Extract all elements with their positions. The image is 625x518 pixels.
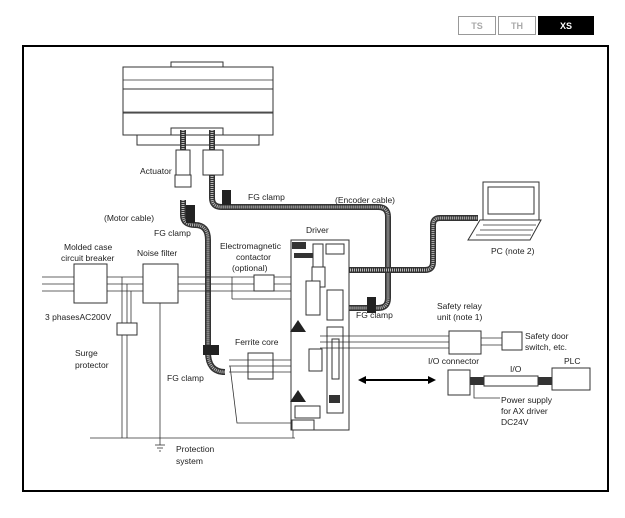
label-plc: PLC xyxy=(564,356,581,366)
plc-box xyxy=(551,367,591,391)
label-surge-2: protector xyxy=(75,360,109,370)
tab-th[interactable]: TH xyxy=(498,16,536,35)
label-power-source: 3 phasesAC200V xyxy=(45,312,111,322)
fg-clamp-bottom xyxy=(203,345,219,355)
laptop-icon xyxy=(467,181,542,241)
encoder-connector xyxy=(202,149,224,176)
label-safety-door-1: Safety door xyxy=(525,331,569,341)
label-protection-2: system xyxy=(176,456,203,466)
label-io-connector: I/O connector xyxy=(428,356,479,366)
io-cable xyxy=(483,375,539,387)
contactor-box xyxy=(253,274,275,292)
driver-unit xyxy=(290,239,350,431)
label-fg-clamp-top: FG clamp xyxy=(248,192,285,202)
pc-cable xyxy=(340,215,478,273)
label-fg-clamp-bottom: FG clamp xyxy=(167,373,204,383)
label-protection-1: Protection xyxy=(176,444,215,454)
io-connector-plug xyxy=(447,369,471,396)
label-breaker-2: circuit breaker xyxy=(61,253,115,263)
model-tabs: TS TH XS xyxy=(458,16,594,35)
label-io: I/O xyxy=(510,364,522,374)
circuit-breaker-box xyxy=(73,263,108,304)
label-breaker-1: Molded case xyxy=(64,242,112,252)
label-motor-cable: (Motor cable) xyxy=(104,213,154,223)
safety-relay-box xyxy=(448,330,482,355)
motor-connector xyxy=(175,149,191,176)
label-power-supply-2: for AX driver xyxy=(501,406,548,416)
fg-clamp-motor xyxy=(186,205,195,223)
label-encoder-cable: (Encoder cable) xyxy=(335,195,395,205)
safety-door-box xyxy=(501,331,523,351)
label-safety-relay-1: Safety relay xyxy=(437,301,483,311)
label-ferrite-core: Ferrite core xyxy=(235,337,279,347)
fg-clamp-right xyxy=(367,297,376,313)
label-noise-filter: Noise filter xyxy=(137,248,177,258)
tab-ts[interactable]: TS xyxy=(458,16,496,35)
label-surge-1: Surge xyxy=(75,348,98,358)
label-fg-clamp-right: FG clamp xyxy=(356,310,393,320)
label-contactor-1: Electromagnetic xyxy=(220,241,282,251)
actuator-icon xyxy=(122,61,274,146)
label-power-supply-1: Power supply xyxy=(501,395,553,405)
label-fg-clamp-motor: FG clamp xyxy=(154,228,191,238)
label-power-supply-3: DC24V xyxy=(501,417,529,427)
noise-filter-box xyxy=(142,263,179,304)
label-safety-relay-2: unit (note 1) xyxy=(437,312,483,322)
label-actuator: Actuator xyxy=(140,166,172,176)
label-pc: PC (note 2) xyxy=(491,246,535,256)
fg-clamp-top xyxy=(222,190,231,205)
surge-protector-box xyxy=(116,322,138,336)
label-safety-door-2: switch, etc. xyxy=(525,342,567,352)
ground-icon xyxy=(155,438,165,452)
label-contactor-2: contactor xyxy=(236,252,271,262)
label-driver: Driver xyxy=(306,225,329,235)
label-contactor-3: (optional) xyxy=(232,263,268,273)
tab-xs[interactable]: XS xyxy=(538,16,594,35)
diagram-frame xyxy=(22,45,609,492)
